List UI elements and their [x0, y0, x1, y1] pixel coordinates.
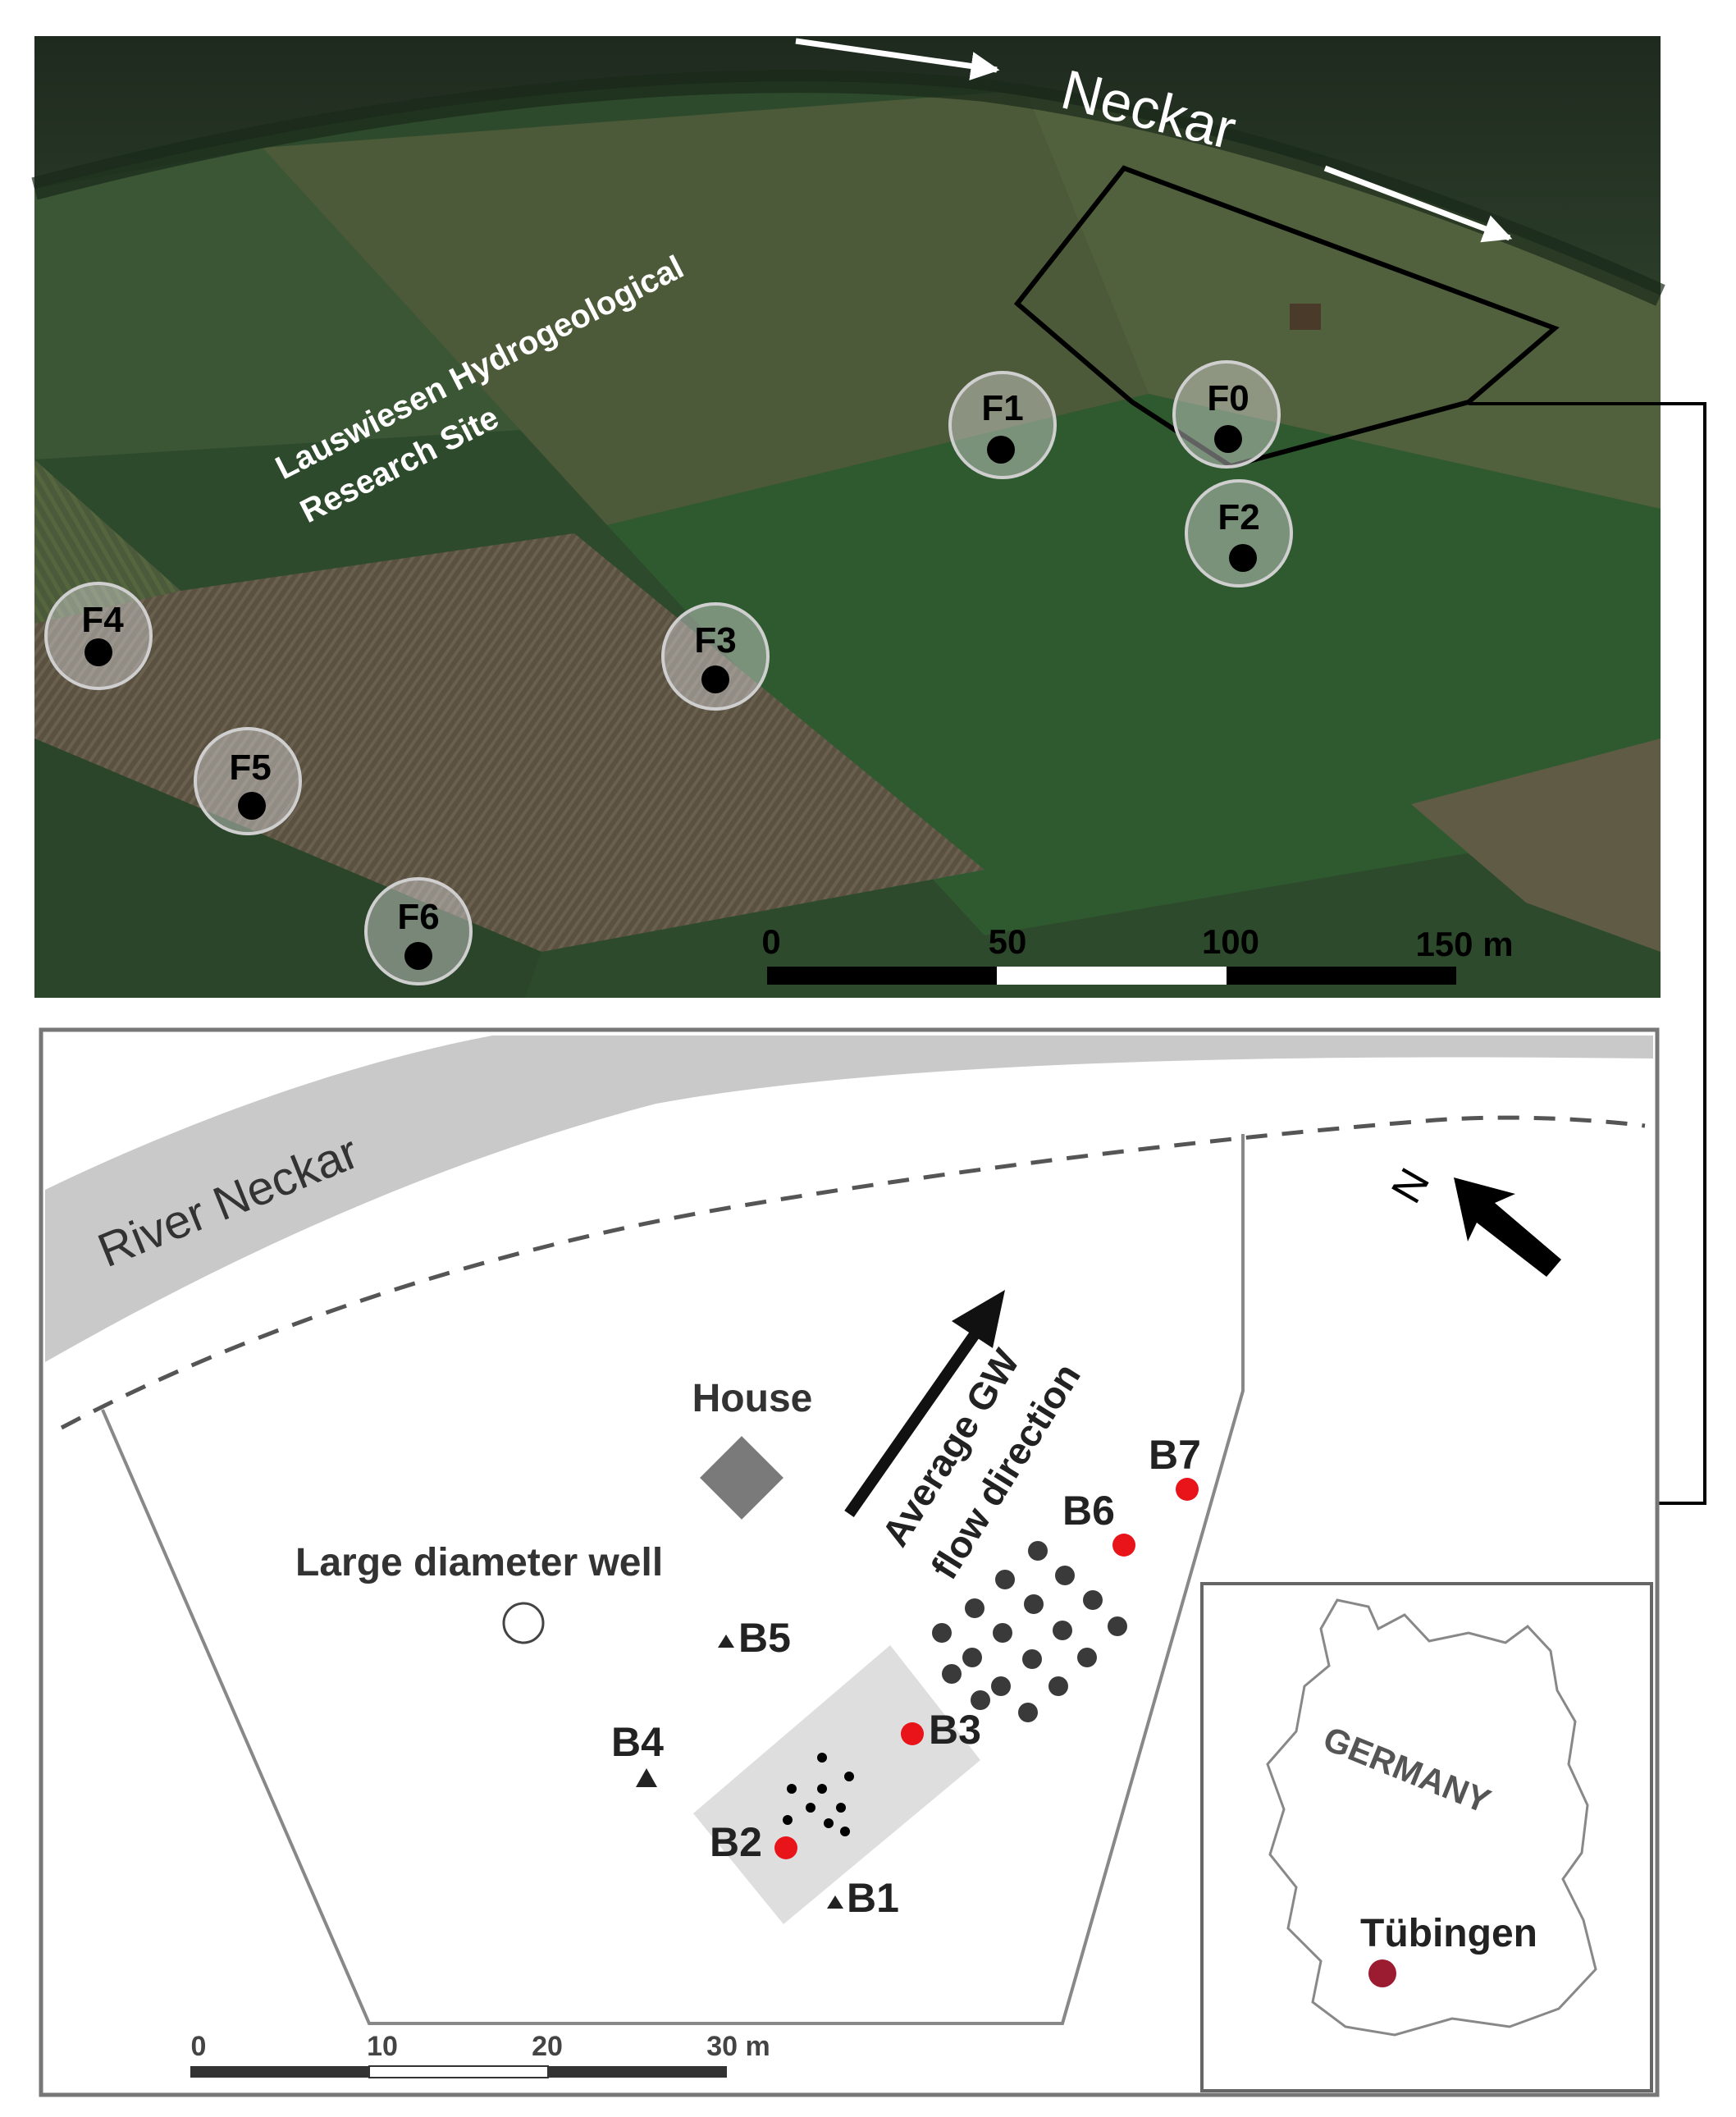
- well-B4: B4: [611, 1719, 664, 1787]
- well-F1: F1: [948, 371, 1057, 479]
- gw-flow-arrow: [844, 1310, 994, 1518]
- well-label-F2: F2: [1217, 497, 1259, 537]
- well-label-B4: B4: [611, 1719, 664, 1765]
- observation-grid: [932, 1541, 1127, 1722]
- schematic-scalebar: 0 10 20 30 m: [190, 2031, 770, 2078]
- schematic-scale-tick-30: 30 m: [706, 2031, 770, 2062]
- well-label-F1: F1: [981, 388, 1023, 428]
- observation-points-small: [783, 1753, 854, 1836]
- well-B7: B7: [1149, 1432, 1201, 1501]
- well-label-F5: F5: [229, 748, 271, 788]
- aerial-scale-tick-150: 150 m: [1415, 925, 1513, 963]
- well-label-F3: F3: [694, 620, 736, 661]
- river-treeline: [31, 70, 1665, 306]
- flow-arrow-aerial-1: [795, 38, 1000, 80]
- well-label-B1: B1: [847, 1875, 899, 1921]
- house-aerial: [1290, 304, 1321, 330]
- field-west: [34, 148, 574, 460]
- schematic-scale-tick-20: 20: [532, 2031, 563, 2062]
- well-label-F0: F0: [1207, 378, 1249, 418]
- field-stripe-west: [34, 460, 180, 624]
- river-neckar-schematic: [45, 1036, 1653, 1362]
- gw-flow-arrowhead: [952, 1290, 1005, 1348]
- schematic-scale-tick-10: 10: [367, 2031, 398, 2062]
- flow-arrow-aerial-2: [1323, 165, 1513, 243]
- well-B5: B5: [718, 1615, 791, 1661]
- well-label-B2: B2: [710, 1819, 762, 1865]
- well-F2: F2: [1185, 479, 1293, 588]
- aerial-scalebar: 0 50 100 150 m: [761, 922, 1514, 985]
- city-label: Tübingen: [1360, 1912, 1537, 1955]
- well-F4: F4: [44, 582, 153, 690]
- aerial-scale-tick-0: 0: [761, 922, 780, 961]
- well-B6: B6: [1062, 1488, 1135, 1557]
- field-north-brown: [263, 90, 1149, 525]
- well-label-B5: B5: [738, 1615, 791, 1661]
- tubingen-marker: [1368, 1959, 1396, 1987]
- house-label: House: [692, 1377, 813, 1420]
- well-label-F4: F4: [81, 600, 124, 640]
- schematic-panel: River Neckar N House Large diameter well…: [39, 1027, 1660, 2097]
- aerial-panel: Neckar Lauswiesen Hydrogeological Resear…: [31, 36, 1665, 998]
- germany-inset: GERMANY Tübingen: [1200, 1582, 1653, 2092]
- aerial-scale-tick-50: 50: [989, 922, 1027, 961]
- field-southwest: [34, 738, 541, 998]
- river-bank-dashed: [60, 1115, 1646, 1430]
- large-well-label: Large diameter well: [295, 1541, 663, 1584]
- well-label-B3: B3: [929, 1707, 981, 1753]
- schematic-scale-tick-0: 0: [191, 2031, 207, 2062]
- well-label-B6: B6: [1062, 1488, 1115, 1534]
- well-F6: F6: [364, 877, 473, 985]
- aerial-scale-tick-100: 100: [1202, 922, 1259, 961]
- well-F0: F0: [1172, 360, 1281, 469]
- well-F5: F5: [194, 727, 302, 835]
- well-F3: F3: [661, 602, 770, 711]
- inset-frame: [1200, 1582, 1653, 2092]
- germany-outline: [1266, 1598, 1597, 2037]
- field-southeast-brown: [1411, 738, 1661, 952]
- well-label-B7: B7: [1149, 1432, 1201, 1478]
- well-label-F6: F6: [397, 897, 439, 937]
- well-B2: B2: [710, 1819, 797, 1865]
- test-field-area: [693, 1645, 980, 1924]
- house-symbol: [700, 1436, 783, 1520]
- well-B3: B3: [901, 1707, 981, 1753]
- well-B1: B1: [827, 1875, 899, 1921]
- site-boundary: [101, 1134, 1245, 2025]
- large-diameter-well: [502, 1602, 545, 1644]
